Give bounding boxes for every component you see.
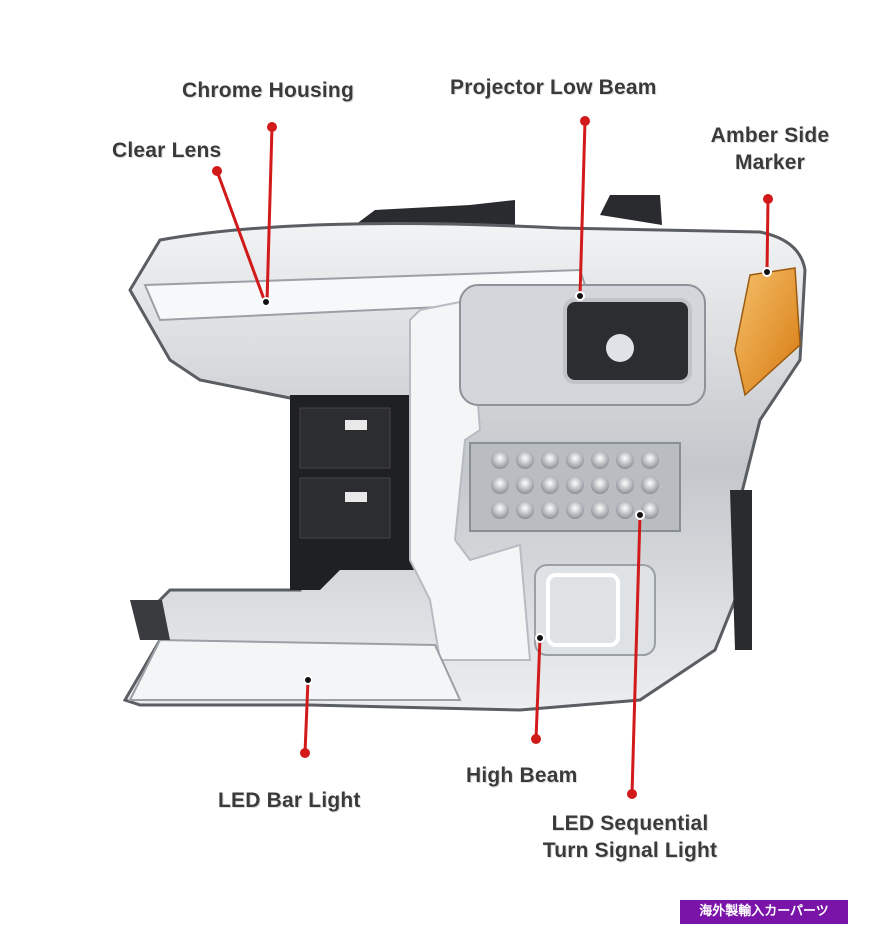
high-beam-leader	[534, 637, 542, 740]
amber-side-marker-shape	[734, 267, 801, 397]
led-sequential-label: LED Sequential Turn Signal Light	[520, 810, 740, 864]
high-beam-label: High Beam	[466, 764, 578, 787]
watermark-badge: 海外製輸入カーパーツ	[680, 900, 848, 924]
endpoint-markers	[261, 267, 772, 685]
projector-low-beam-leader	[578, 120, 587, 297]
amber-side-marker-leader	[765, 198, 770, 273]
clear-lens-leader	[215, 170, 267, 303]
amber-side-marker-line2: Marker	[734, 151, 806, 174]
led-sequential-line2: Turn Signal Light	[542, 839, 718, 862]
amber-side-marker-line1: Amber Side	[710, 124, 830, 147]
amber-side-marker-label: Amber Side Marker	[690, 122, 850, 176]
headlight-image	[122, 195, 807, 712]
leader-lines	[212, 116, 773, 799]
led-bar-light-leader	[303, 679, 310, 754]
led-grid	[491, 451, 659, 519]
led-sequential-line1: LED Sequential	[551, 812, 709, 835]
chrome-housing-label: Chrome Housing	[182, 79, 354, 102]
led-bar-light-label: LED Bar Light	[218, 789, 361, 812]
projector-low-beam-label: Projector Low Beam	[450, 76, 657, 99]
led-sequential-leader	[630, 514, 642, 795]
chrome-housing-leader	[265, 126, 274, 303]
clear-lens-label: Clear Lens	[112, 139, 222, 162]
